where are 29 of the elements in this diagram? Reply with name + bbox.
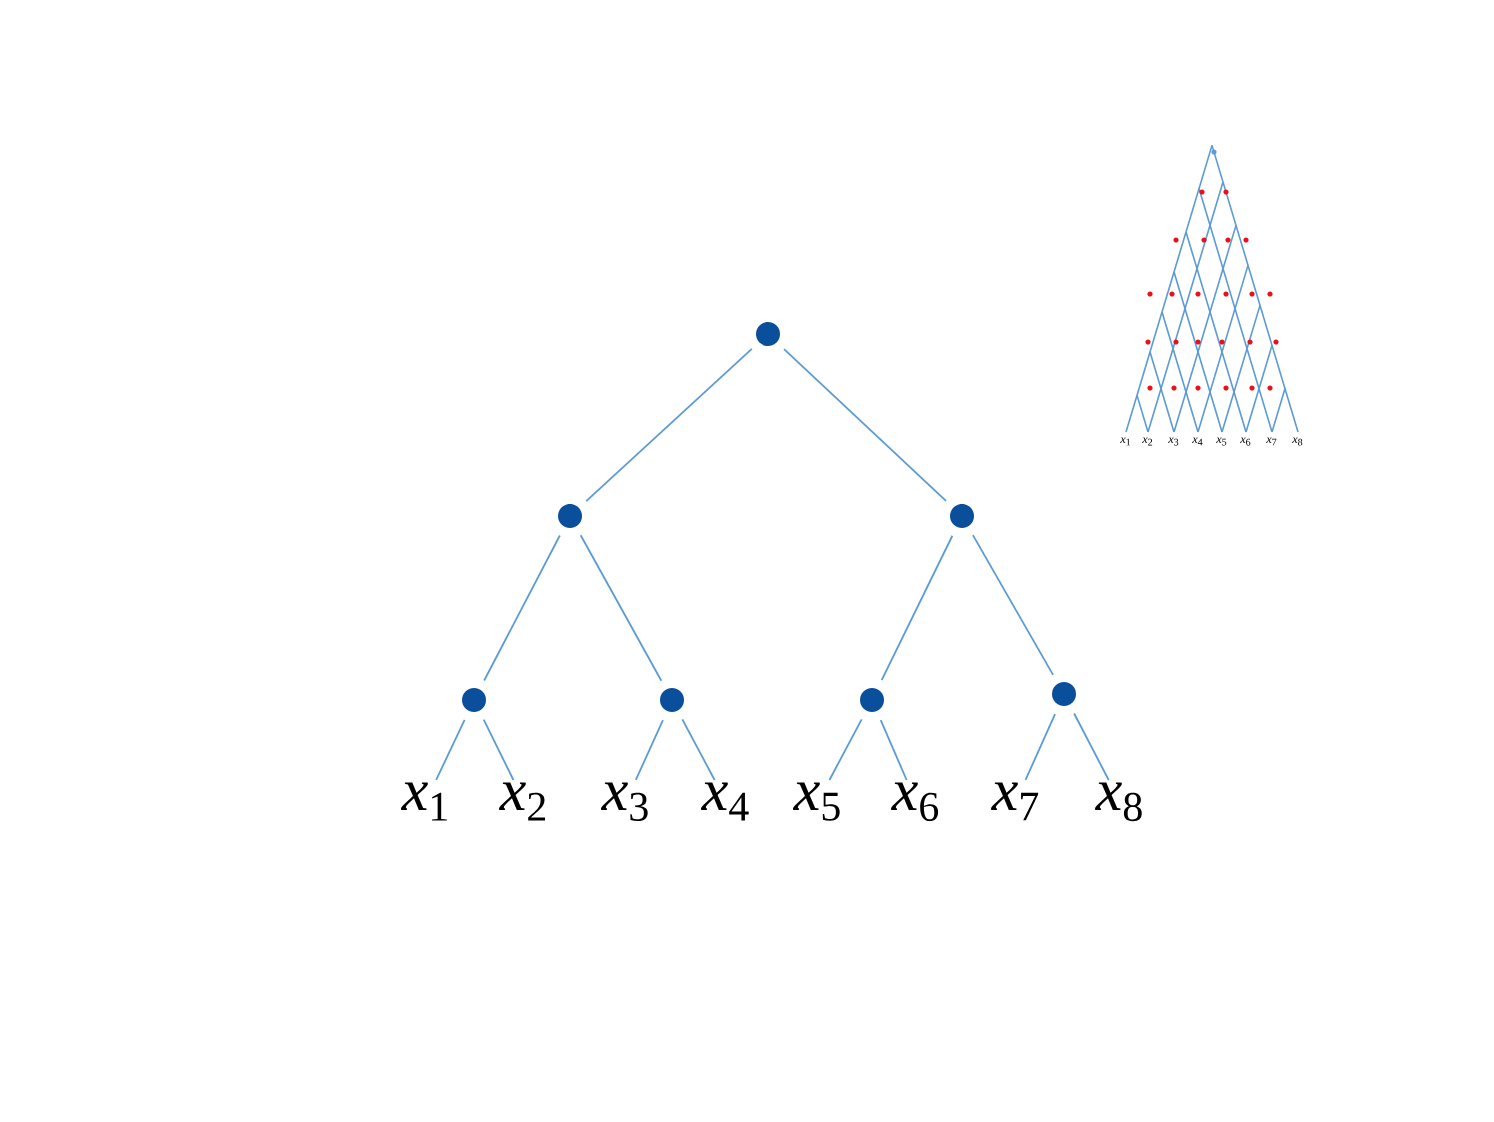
leaf-label: x$_{8}$ <box>1094 782 1142 822</box>
tree-edge <box>483 534 561 682</box>
tree-edge <box>585 347 753 502</box>
leaf-label: x$_{5}$ <box>792 782 840 821</box>
tree-edge <box>828 718 863 781</box>
tree-node <box>1052 682 1076 706</box>
leaf-label: x$_{6}$ <box>890 782 939 821</box>
tree-edge <box>879 719 908 781</box>
tree-node <box>756 322 780 346</box>
tree-edge <box>579 534 663 682</box>
leaf-label: x$_{7}$ <box>990 782 1039 821</box>
tree-edge <box>880 534 954 682</box>
tree-edge <box>1073 712 1110 781</box>
tree-node <box>558 504 582 528</box>
tree-edge <box>1024 713 1056 781</box>
tree-edge <box>482 718 515 781</box>
leaf-label: x$_{1}$ <box>401 782 447 821</box>
tree-node <box>950 504 974 528</box>
tree-edge <box>634 719 664 781</box>
tree-edge <box>681 718 716 781</box>
leaf-label: x$_{3}$ <box>600 782 648 821</box>
tree-edge <box>783 348 947 502</box>
tree-node <box>462 688 486 712</box>
tree-node <box>660 688 684 712</box>
leaf-label: x$_{4}$ <box>700 782 749 821</box>
tree-node <box>860 688 884 712</box>
tree-edge <box>972 534 1054 676</box>
leaf-label: x$_{2}$ <box>498 782 545 821</box>
tree-edge <box>435 718 466 781</box>
